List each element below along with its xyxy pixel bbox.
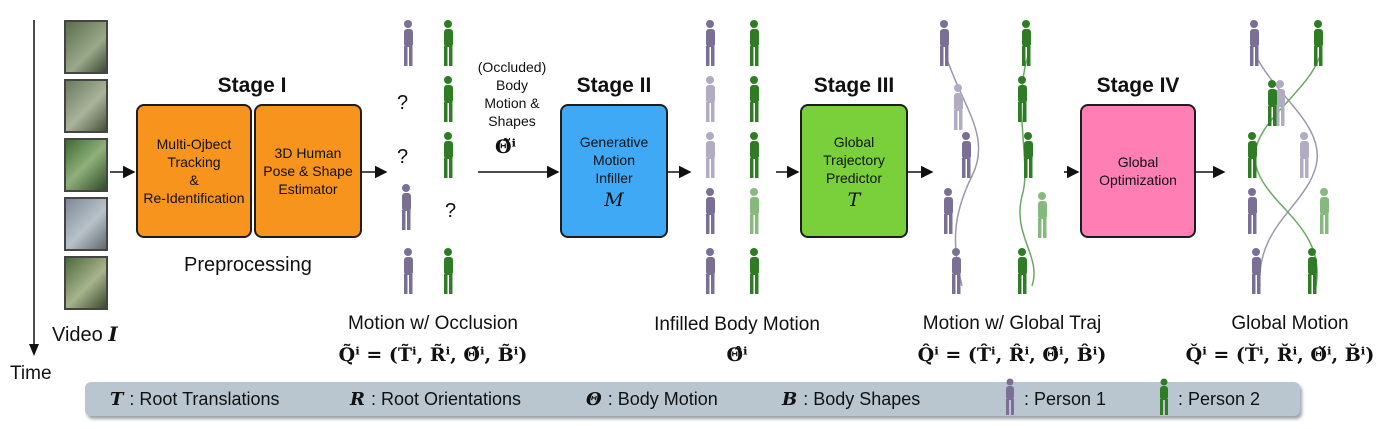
pose-estimator-box: 3D Human Pose & Shape Estimator <box>254 104 362 238</box>
trajectory-predictor-symbol: T <box>847 189 861 211</box>
tracking-box: Multi-Ojbect Tracking & Re-Identificatio… <box>136 104 252 238</box>
legend-translations: T: Root Translations <box>110 389 279 410</box>
legend-text: : Root Orientations <box>370 389 522 409</box>
question-mark: ? <box>397 146 409 168</box>
formula-global-traj: Q̂ⁱ = (T̂ⁱ, R̂ⁱ, Θ̂ⁱ, B̂ⁱ) <box>917 344 1107 366</box>
video-frame <box>64 79 108 133</box>
motion-infiller-label: Generative Motion Infiller <box>579 134 649 186</box>
occluded-note: (Occluded) Body Motion & Shapes <box>477 59 547 129</box>
legend-symbol: T <box>110 389 124 410</box>
formula-global-motion: Q̌ⁱ = (Ťⁱ, Řⁱ, Θ̌ⁱ, B̌ⁱ) <box>1185 344 1375 366</box>
motion-infiller-box: Generative Motion Infiller M <box>560 104 668 238</box>
legend-symbol: R <box>350 389 365 410</box>
video-label: Video I <box>52 322 118 347</box>
legend-orientations: R: Root Orientations <box>350 389 521 410</box>
legend-person-2: : Person 2 <box>1178 389 1261 409</box>
legend-symbol: B <box>782 389 798 410</box>
time-label: Time <box>10 363 52 384</box>
formula-infilled: Θ̂ⁱ <box>726 344 748 366</box>
trajectory-predictor-box: Global Trajectory Predictor T <box>800 104 908 238</box>
figures-column-infilled <box>706 20 759 294</box>
global-optimization-box: Global Optimization <box>1080 104 1196 238</box>
figures-column-global-motion <box>1248 20 1329 294</box>
occluded-symbol: Θ̃ⁱ <box>495 136 517 158</box>
video-frame <box>64 20 108 74</box>
tracking-label: Multi-Ojbect Tracking & Re-Identificatio… <box>143 136 245 206</box>
stage-4-title: Stage IV <box>1096 74 1180 97</box>
legend-text: : Root Translations <box>129 389 280 409</box>
motion-infiller-symbol: M <box>604 189 624 211</box>
video-frame <box>64 197 108 251</box>
video-frame <box>64 138 108 192</box>
stage-2-title: Stage II <box>576 74 652 97</box>
formula-occlusion: Q̃ⁱ = (T̃ⁱ, R̃ⁱ, Θ̃ⁱ, B̃ⁱ) <box>338 344 528 366</box>
legend-bar <box>85 382 1300 416</box>
caption-occlusion: Motion w/ Occlusion <box>347 313 518 334</box>
caption-infilled: Infilled Body Motion <box>654 314 820 335</box>
legend-text: : Body Motion <box>607 389 718 409</box>
figures-column-occlusion <box>402 20 453 294</box>
person-1-icon <box>1006 378 1014 415</box>
question-mark: ? <box>445 200 457 222</box>
video-frame <box>64 256 108 310</box>
legend-body-motion: Θ: Body Motion <box>586 389 718 410</box>
time-arrow-icon <box>29 20 39 356</box>
video-label-text: Video <box>52 324 103 346</box>
figures-column-global-traj <box>940 20 1047 294</box>
trajectory-predictor-label: Global Trajectory Predictor <box>823 134 885 186</box>
question-mark: ? <box>397 92 409 114</box>
legend-text: : Body Shapes <box>803 389 921 409</box>
stage-3-title: Stage III <box>813 74 895 97</box>
pose-estimator-label: 3D Human Pose & Shape Estimator <box>263 145 353 197</box>
person-2-icon <box>1160 378 1168 415</box>
legend-symbol: Θ <box>586 389 602 410</box>
legend-body-shapes: B: Body Shapes <box>782 389 920 410</box>
legend-person-1: : Person 1 <box>1024 389 1107 409</box>
caption-global-traj: Motion w/ Global Traj <box>922 313 1102 334</box>
global-optimization-label: Global Optimization <box>1099 154 1177 188</box>
stage-1-title: Stage I <box>217 74 287 97</box>
video-symbol: I <box>108 322 118 346</box>
caption-global-motion: Global Motion <box>1231 313 1349 334</box>
preprocessing-label: Preprocessing <box>184 254 312 276</box>
